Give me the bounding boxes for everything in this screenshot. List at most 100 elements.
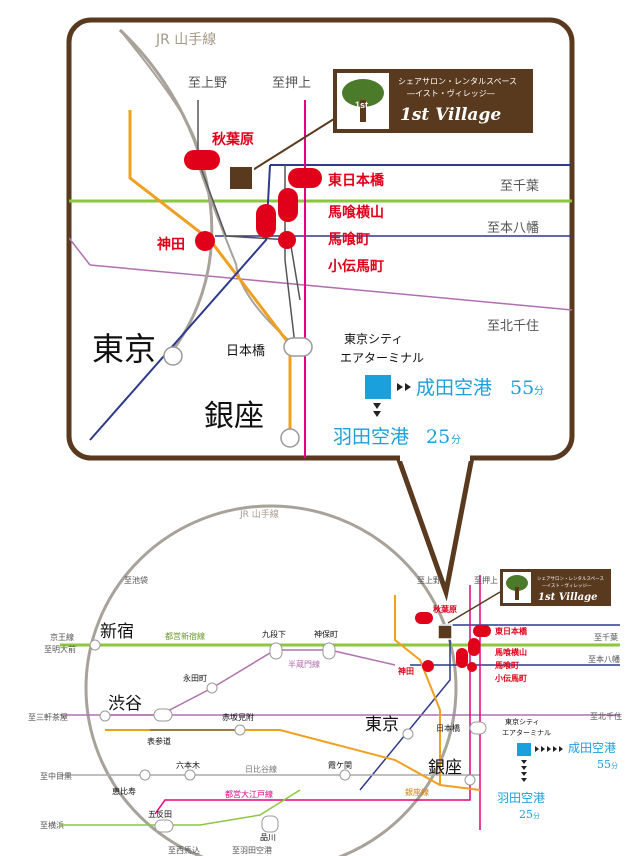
ov-to-keio-2: 至明大前 (44, 644, 76, 654)
ov-to-oshiage: 至押上 (474, 575, 498, 585)
zoom-station-bakurocho: 馬喰町 (328, 231, 370, 248)
hibiya-line (89, 264, 572, 311)
ov-station-shinagawa: 品川 (260, 833, 276, 842)
ov-station-kanda: 神田 (398, 666, 414, 676)
ov-nagatacho-marker (206, 682, 218, 694)
ov-bakuro-marker-2 (468, 638, 480, 656)
zoom-to-kitasenju: 至北千住 (487, 319, 539, 334)
ov-akihabara-marker (415, 612, 433, 624)
hibiya-gray-line (197, 100, 301, 301)
shinjuku-blue-line (89, 164, 271, 441)
ov-to-motoyawata: 至本八幡 (588, 654, 620, 664)
ov-haneda-minutes: 25 (519, 808, 533, 821)
air-terminal-marker (365, 375, 391, 399)
ov-station-ebisu: 恵比寿 (112, 786, 136, 796)
overview-blue-line (359, 625, 451, 791)
zoom-station-tokyo: 東京 (92, 330, 156, 368)
zoom-terminal-line1: 東京シティ (344, 332, 403, 346)
tree-icon-small (506, 575, 528, 591)
zoom-narita-minutes: 55 (510, 377, 534, 399)
ov-haneda-arrow (521, 760, 527, 782)
ov-station-jimbocho: 神保町 (314, 629, 338, 639)
ov-station-bakuro-yokoyama: 馬喰横山 (495, 647, 527, 657)
ov-haneda-unit: 分 (533, 811, 540, 820)
haneda-arrow (373, 403, 381, 417)
ov-terminal-line1: 東京シティ (505, 717, 540, 726)
bakurocho-marker (278, 231, 296, 249)
bakuro-yokoyama-marker (256, 204, 276, 238)
callout-tail (395, 456, 475, 602)
office-marker (228, 165, 254, 191)
bakuro-yokoyama-marker-2 (278, 188, 298, 222)
nihonbashi-marker (283, 337, 313, 357)
ov-station-shinjuku: 新宿 (100, 622, 134, 642)
zoom-narita-unit: 分 (534, 385, 544, 397)
logo-leader (239, 111, 346, 179)
ov-kudanshita-marker (269, 642, 283, 660)
ov-shinagawa-marker (261, 815, 279, 833)
ov-station-ginza: 銀座 (428, 758, 462, 778)
ov-haneda-name: 羽田空港 (497, 791, 545, 805)
logo-subtitle-1: シェアサロン・レンタルスペース (398, 77, 517, 86)
ov-kanda-marker (422, 660, 434, 672)
kanda-marker (195, 231, 215, 251)
logo-small-subtitle-1: シェアサロン・レンタルスペース (537, 575, 604, 582)
svg-text:1st: 1st (355, 100, 368, 110)
ov-narita-name: 成田空港 (568, 741, 616, 755)
ginza-marker (280, 428, 300, 448)
zoom-station-ginza: 銀座 (204, 399, 264, 434)
ov-omotesando-marker (153, 708, 173, 722)
zoom-to-oshiage: 至押上 (272, 76, 311, 91)
overview-hanzomon-line (105, 649, 396, 716)
overview-oedo-line (154, 585, 471, 815)
hibiya-line-2 (69, 237, 91, 266)
ov-station-kasumigaseki: 霞ケ関 (328, 761, 352, 770)
ov-to-ueno: 至上野 (417, 576, 441, 585)
ov-roppongi-marker (184, 769, 196, 781)
ov-station-roppongi: 六本木 (176, 760, 200, 770)
ov-station-higashi-nihonbashi: 東日本橋 (495, 626, 528, 636)
zoom-station-kanda: 神田 (157, 236, 185, 253)
logo-small-name: 1st Village (538, 592, 598, 603)
ov-line-oedo: 都営大江戸線 (225, 789, 273, 799)
ov-gotanda-marker (154, 819, 174, 833)
zoom-to-motoyawata: 至本八幡 (487, 221, 539, 236)
ov-to-sangenjaya: 至三軒茶屋 (28, 712, 68, 722)
ov-shibuya-marker (99, 710, 111, 722)
ov-line-hibiya: 日比谷線 (245, 764, 277, 774)
zoom-jr-label: JR 山手線 (155, 32, 216, 48)
logo-large: 1st シェアサロン・レンタルスペース ―イスト・ヴィレッジ― 1st Vill… (333, 69, 533, 133)
ov-ebisu-marker (139, 769, 151, 781)
ov-higashi-nihonbashi-marker (473, 625, 491, 637)
ov-narita-unit: 分 (611, 761, 618, 770)
ov-bakuro-marker (456, 648, 468, 668)
ov-to-haneda-airport: 至羽田空港 (232, 845, 272, 855)
ov-jr-label: JR 山手線 (239, 508, 279, 520)
zoom-station-kodenmacho: 小伝馬町 (328, 258, 384, 275)
ov-kodenmacho-marker (467, 662, 477, 672)
ov-station-bakurocho: 馬喰町 (495, 660, 519, 670)
zoom-station-nihonbashi: 日本橋 (226, 344, 265, 359)
akihabara-marker (184, 150, 220, 170)
ov-station-omotesando: 表参道 (147, 736, 171, 746)
ov-terminal-line2: エアターミナル (502, 728, 551, 737)
tree-icon (342, 79, 384, 107)
ov-station-kudanshita: 九段下 (262, 629, 286, 639)
overview-yamanote-loop (84, 504, 458, 856)
ov-station-nihonbashi: 日本橋 (436, 723, 460, 733)
zoom-station-higashi-nihonbashi: 東日本橋 (328, 172, 385, 189)
zoom-narita-name: 成田空港 (416, 377, 492, 399)
ov-to-nakameguro: 至中目黒 (40, 771, 72, 781)
zoom-terminal-line2: エアターミナル (340, 351, 424, 365)
ov-line-hanzomon: 半蔵門線 (288, 659, 320, 669)
ov-to-kitasenju: 至北千住 (590, 711, 622, 721)
ov-nihonbashi-marker (469, 721, 487, 735)
overview-map: JR 山手線 至池袋 至上野 至押上 至千葉 至本八幡 至北千住 京王線 至明大… (28, 504, 622, 856)
zoom-to-ueno: 至上野 (188, 76, 227, 91)
ov-narita-arrow (535, 746, 563, 752)
zoom-to-chiba: 至千葉 (500, 179, 539, 194)
zoom-station-bakuro-yokoyama: 馬喰横山 (328, 204, 384, 221)
zoom-haneda-minutes: 25 (426, 426, 450, 448)
ov-jimbocho-marker (322, 642, 336, 660)
